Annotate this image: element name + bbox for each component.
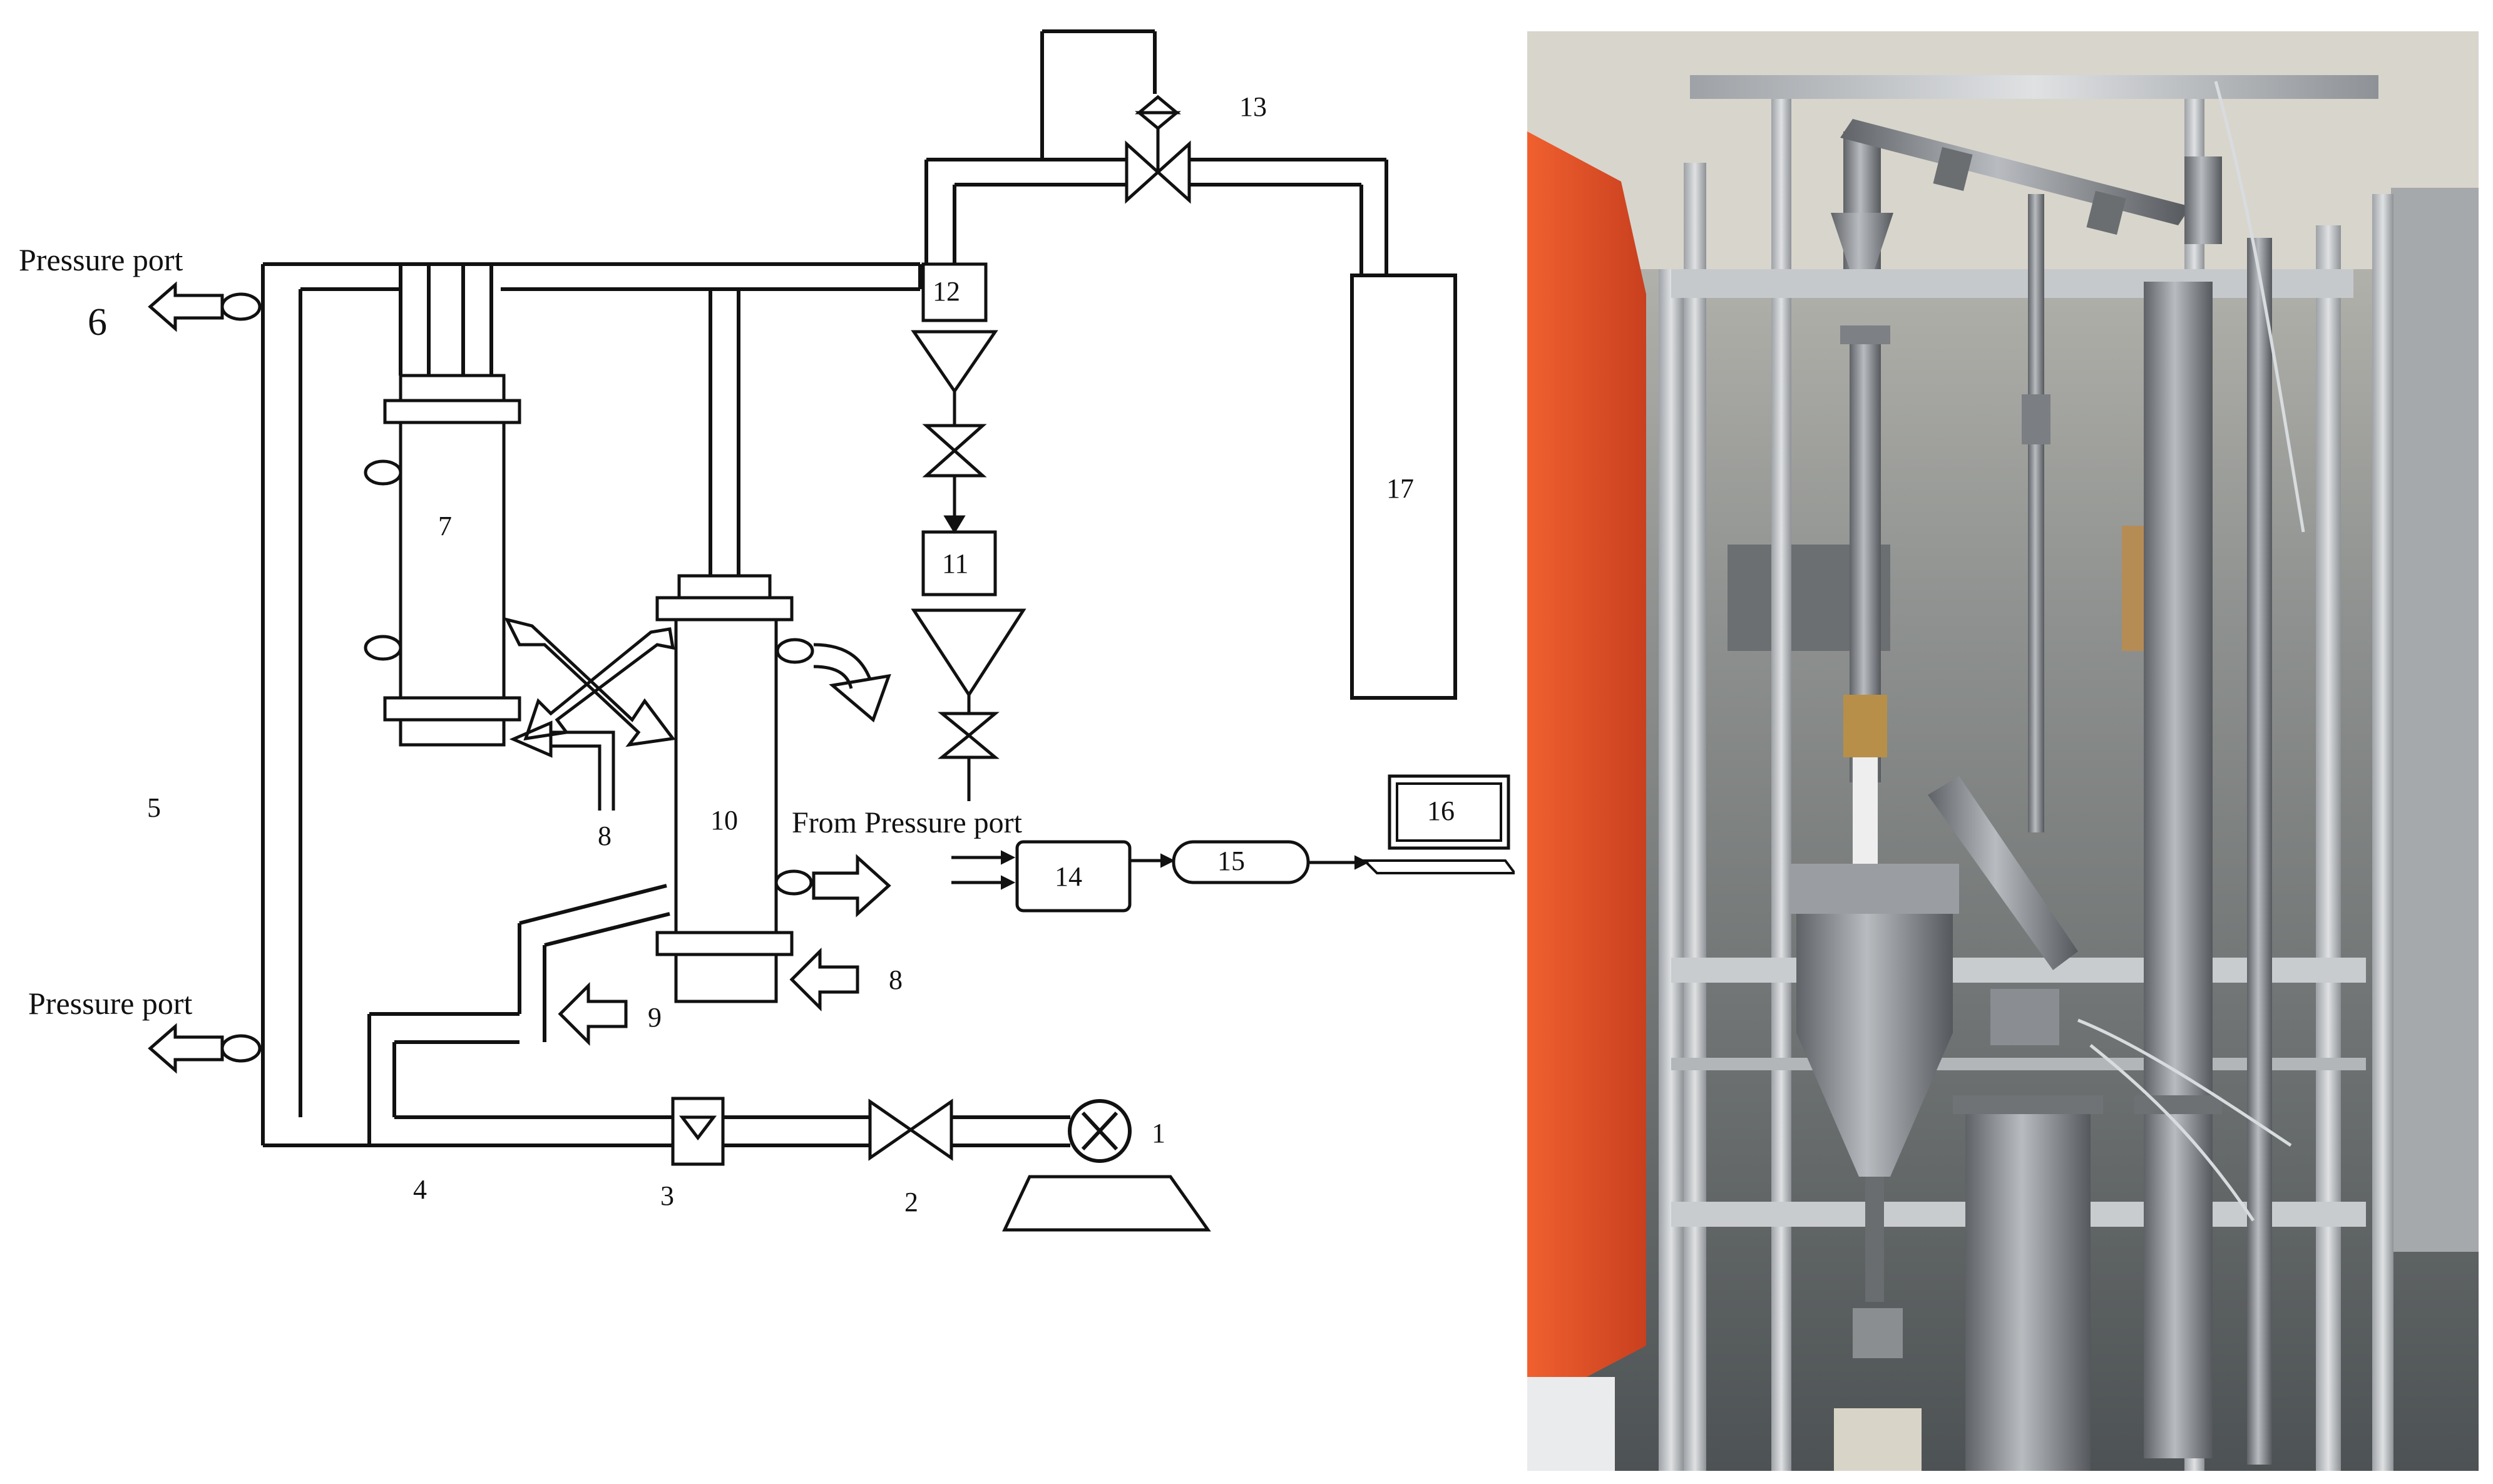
blower-1: [1002, 1099, 1211, 1232]
photo-top-pipe: [1840, 119, 2222, 244]
inlet-arrow-9: [558, 981, 628, 1046]
valve-13: [1125, 95, 1191, 204]
label-pressure-port-bottom: Pressure port: [28, 986, 193, 1021]
valve-2: [868, 1098, 953, 1161]
pressure-port-top-arrow: [148, 281, 262, 332]
flowmeter-3: [671, 1097, 725, 1166]
pressure-port-bottom-arrow: [148, 1023, 262, 1074]
label-from-pressure-port: From Pressure port: [792, 806, 1023, 839]
branch-pipe-9: [367, 884, 670, 1145]
photo-center-pipe: [1928, 194, 2103, 1471]
label-2: 2: [904, 1187, 918, 1217]
label-5: 5: [147, 792, 161, 823]
photo-column-right: [2134, 238, 2272, 1465]
label-12: 12: [933, 276, 960, 307]
air-inlet-8b: [789, 947, 859, 1012]
process-schematic: Pressure port 6 7 5 8 10 From Pressure p…: [19, 29, 1515, 1232]
pressure-arrow-10: [812, 854, 891, 918]
orange-panel: [1527, 131, 1646, 1408]
hopper-train: [911, 262, 1026, 801]
photo-column-left: [1790, 131, 1959, 1471]
top-pipe-13: [924, 29, 1388, 275]
column-10: [655, 289, 814, 1003]
label-13: 13: [1239, 91, 1267, 122]
label-1: 1: [1152, 1118, 1165, 1149]
label-15: 15: [1217, 846, 1245, 876]
label-9: 9: [648, 1002, 662, 1033]
label-10: 10: [710, 805, 738, 836]
vessel-17: [1350, 274, 1457, 700]
left-vertical-pipe: [261, 264, 302, 1145]
label-6: 6: [88, 301, 107, 344]
photo-wiring: [2077, 81, 2305, 1222]
label-14: 14: [1055, 861, 1082, 892]
apparatus-photo: [1527, 31, 2479, 1471]
air-inlet-8a: [509, 720, 615, 811]
label-16: 16: [1427, 796, 1455, 826]
label-8a: 8: [598, 821, 612, 851]
label-7: 7: [438, 511, 452, 541]
top-header-pipe: [263, 262, 922, 291]
label-11: 11: [942, 548, 968, 579]
label-8b: 8: [889, 965, 903, 995]
column-7: [364, 264, 521, 747]
label-17: 17: [1386, 473, 1414, 504]
daq-chain: [951, 774, 1515, 913]
label-3: 3: [660, 1180, 674, 1211]
curved-outlet-arrow: [813, 643, 891, 723]
label-pressure-port-top: Pressure port: [19, 242, 183, 277]
crossing-arrows: [504, 617, 676, 747]
label-4: 4: [413, 1174, 427, 1205]
bottom-horizontal-pipe: [263, 1115, 1070, 1147]
